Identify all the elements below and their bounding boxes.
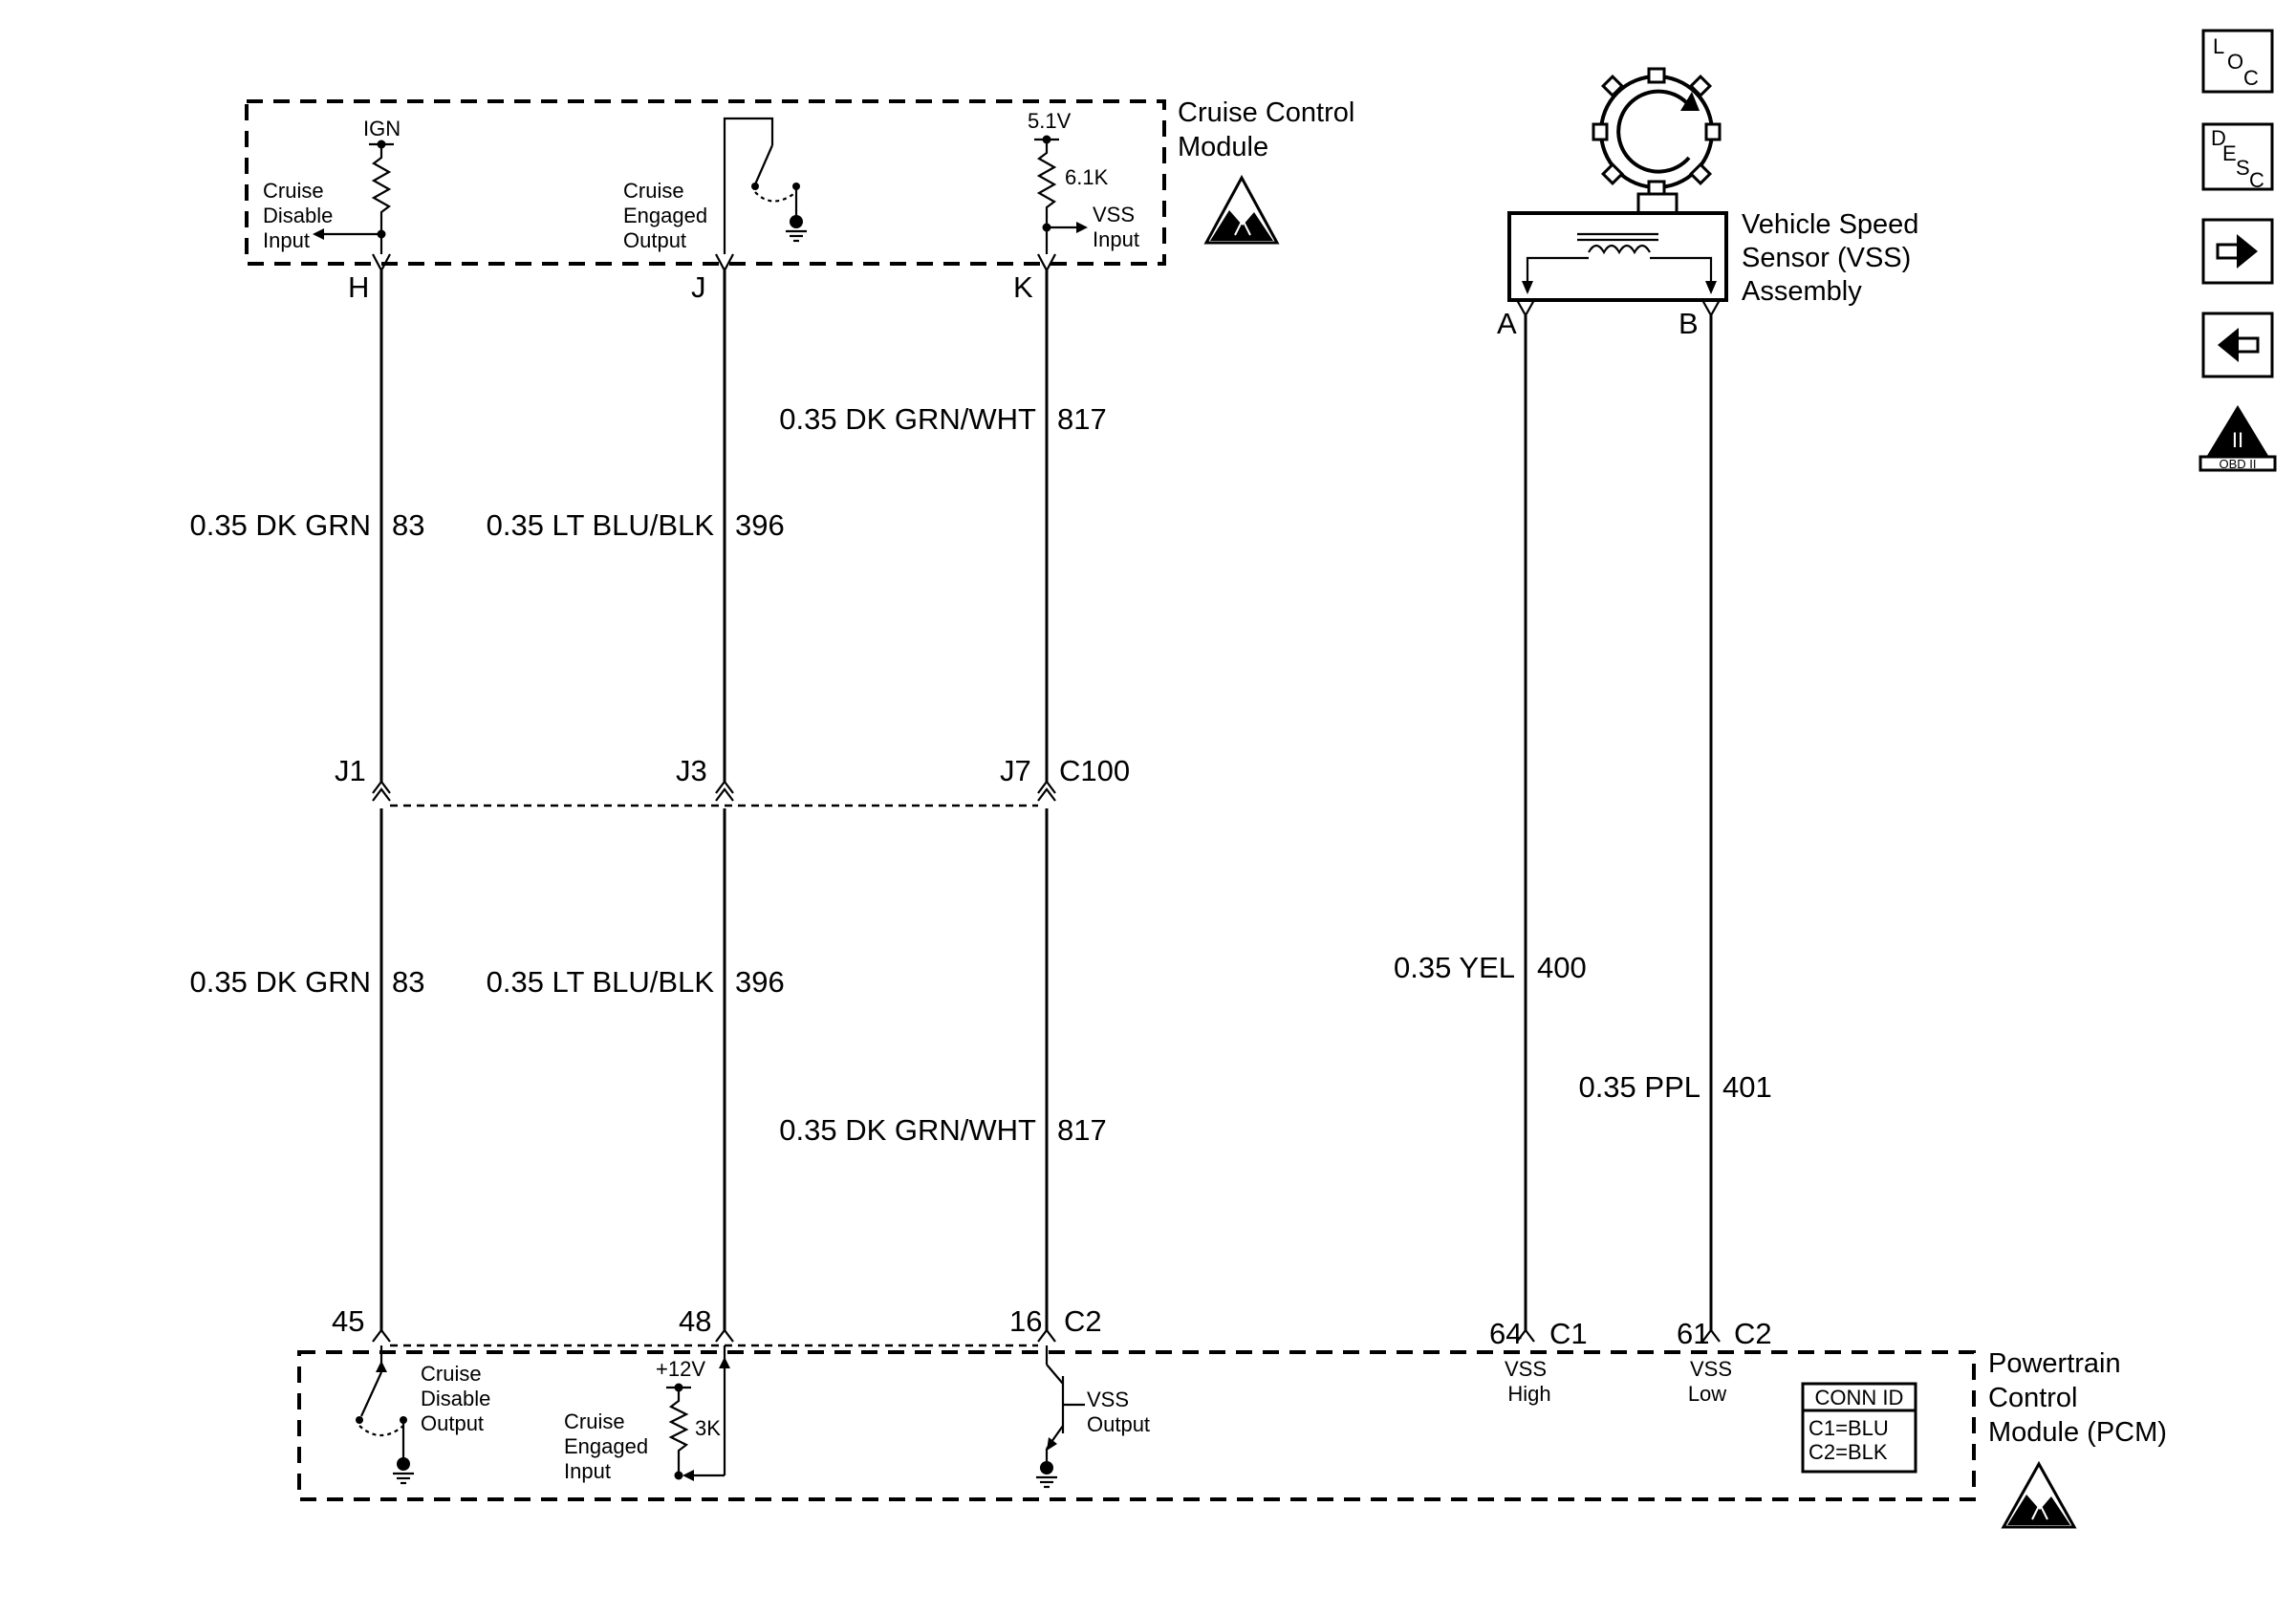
powertrain-control-module: Powertrain Control Module (PCM) Cruise D… bbox=[297, 1345, 2167, 1529]
pin-k-label: K bbox=[1013, 270, 1033, 304]
pcm-engaged-input-l1: Cruise bbox=[564, 1410, 625, 1433]
wire-83-lower-circuit: 83 bbox=[392, 965, 424, 999]
c100-j3-label: J3 bbox=[676, 754, 707, 787]
loc-c: C bbox=[2243, 66, 2259, 90]
pcm-title-line1: Powertrain bbox=[1988, 1348, 2121, 1379]
cruise-control-module: Cruise Control Module IGN Cruise Disable… bbox=[245, 97, 1354, 266]
loc-l: L bbox=[2213, 34, 2224, 58]
prev-page-button[interactable] bbox=[2201, 312, 2274, 378]
pin-j-label: J bbox=[691, 270, 706, 304]
pcm-disable-output-l3: Output bbox=[421, 1411, 484, 1435]
pcm-c2-label-left: C2 bbox=[1064, 1304, 1102, 1338]
wire-396-lower-circuit: 396 bbox=[735, 965, 785, 999]
ccm-engaged-output-l1: Cruise bbox=[623, 179, 684, 203]
pin-a-label: A bbox=[1497, 307, 1517, 340]
desc-e: E bbox=[2222, 141, 2237, 165]
vss-title-line1: Vehicle Speed bbox=[1742, 209, 1918, 240]
pcm-vss-output-l2: Output bbox=[1087, 1412, 1150, 1436]
ccm-vss-input-l2: Input bbox=[1093, 227, 1139, 251]
wire-401-circuit: 401 bbox=[1722, 1070, 1772, 1104]
ccm-title-line1: Cruise Control bbox=[1178, 97, 1354, 128]
ccm-boundary bbox=[245, 99, 1166, 266]
pcm-disable-output-l1: Cruise bbox=[421, 1362, 482, 1386]
wire-396-upper-color: 0.35 LT BLU/BLK bbox=[487, 508, 715, 542]
obd-ii-button[interactable]: II OBD II bbox=[2199, 405, 2277, 472]
conn-id-c2: C2=BLK bbox=[1809, 1440, 1888, 1464]
conn-id-box: CONN ID C1=BLU C2=BLK bbox=[1801, 1382, 1917, 1474]
ccm-engaged-output-l3: Output bbox=[623, 228, 686, 252]
ccm-disable-input-l1: Cruise bbox=[263, 179, 324, 203]
vss-title-line2: Sensor (VSS) bbox=[1742, 243, 1911, 273]
pcm-pin-48: 48 bbox=[679, 1304, 711, 1338]
v51-label: 5.1V bbox=[1028, 109, 1072, 133]
pcm-engaged-input-l3: Input bbox=[564, 1459, 611, 1483]
pin-h-label: H bbox=[348, 270, 369, 304]
pcm-pin-16: 16 bbox=[1009, 1304, 1042, 1338]
wire-83-upper-circuit: 83 bbox=[392, 508, 424, 542]
wire-400-color: 0.35 YEL bbox=[1394, 951, 1515, 984]
pcm-title-line2: Control bbox=[1988, 1383, 2078, 1413]
wire-401-color: 0.35 PPL bbox=[1578, 1070, 1700, 1104]
loc-button[interactable]: L O C bbox=[2201, 29, 2274, 94]
conn-id-c1: C1=BLU bbox=[1809, 1416, 1889, 1440]
c100-name-label: C100 bbox=[1059, 754, 1130, 787]
vehicle-speed-sensor: Vehicle Speed Sensor (VSS) Assembly A B bbox=[1497, 67, 1918, 340]
ign-label: IGN bbox=[363, 117, 401, 140]
pcm-vss-output-l1: VSS bbox=[1087, 1388, 1129, 1411]
pcm-engaged-input-l2: Engaged bbox=[564, 1434, 648, 1458]
ccm-connector-pins: H J K bbox=[348, 253, 1056, 304]
pcm-c2-label-right: C2 bbox=[1734, 1317, 1772, 1350]
ccm-disable-input-l3: Input bbox=[263, 228, 310, 252]
esd-warning-icon bbox=[1203, 174, 1280, 245]
vss-high-l1: VSS bbox=[1505, 1357, 1547, 1381]
vss-title-line3: Assembly bbox=[1742, 276, 1862, 307]
esd-warning-icon-pcm bbox=[2001, 1460, 2077, 1529]
desc-d: D bbox=[2211, 126, 2226, 150]
ccm-vss-input-l1: VSS bbox=[1093, 203, 1135, 226]
conn-id-title: CONN ID bbox=[1815, 1386, 1904, 1410]
next-page-button[interactable] bbox=[2201, 218, 2274, 285]
wire-396-upper-circuit: 396 bbox=[735, 508, 785, 542]
vss-high-l2: High bbox=[1507, 1382, 1550, 1406]
pcm-pin-61: 61 bbox=[1677, 1317, 1709, 1350]
arrow-right-icon bbox=[2216, 234, 2258, 269]
wire-817-lower-circuit: 817 bbox=[1057, 1113, 1107, 1147]
wire-396-lower-color: 0.35 LT BLU/BLK bbox=[487, 965, 715, 999]
pcm-title-line3: Module (PCM) bbox=[1988, 1417, 2167, 1448]
pcm-connector-pins: 45 48 16 C2 64 C1 61 C2 bbox=[332, 1304, 1772, 1350]
desc-button[interactable]: D E S C bbox=[2201, 122, 2274, 192]
c100-j1-label: J1 bbox=[335, 754, 366, 787]
wire-83-lower-color: 0.35 DK GRN bbox=[189, 965, 371, 999]
wire-83-upper-color: 0.35 DK GRN bbox=[189, 508, 371, 542]
loc-o: O bbox=[2227, 50, 2243, 74]
obd-roman: II bbox=[2232, 428, 2243, 452]
pcm-disable-output-l2: Disable bbox=[421, 1387, 490, 1410]
pin-b-label: B bbox=[1679, 307, 1699, 340]
arrow-left-icon bbox=[2218, 328, 2260, 362]
pcm-boundary bbox=[297, 1350, 1976, 1501]
wire-817-upper-circuit: 817 bbox=[1057, 402, 1107, 436]
r3k-label: 3K bbox=[695, 1416, 721, 1440]
v12-label: +12V bbox=[656, 1357, 705, 1381]
r61k-label: 6.1K bbox=[1065, 165, 1109, 189]
ccm-engaged-output-l2: Engaged bbox=[623, 204, 707, 227]
ccm-disable-input-l2: Disable bbox=[263, 204, 333, 227]
wire-817-lower-color: 0.35 DK GRN/WHT bbox=[779, 1113, 1036, 1147]
desc-c: C bbox=[2249, 168, 2264, 192]
pcm-pin-45: 45 bbox=[332, 1304, 364, 1338]
nav-panel: L O C D E S C II bbox=[2199, 29, 2277, 472]
reluctor-wheel-icon bbox=[1592, 67, 1722, 197]
desc-s: S bbox=[2236, 156, 2250, 180]
pcm-c1-label: C1 bbox=[1549, 1317, 1588, 1350]
pcm-pin-64: 64 bbox=[1489, 1317, 1522, 1350]
ccm-title-line2: Module bbox=[1178, 132, 1268, 162]
vss-low-l2: Low bbox=[1688, 1382, 1726, 1406]
connector-c100: J1 J3 J7 C100 bbox=[335, 754, 1130, 807]
wire-400-circuit: 400 bbox=[1537, 951, 1587, 984]
obd-label: OBD II bbox=[2219, 457, 2256, 471]
wire-817-upper-color: 0.35 DK GRN/WHT bbox=[779, 402, 1036, 436]
vss-low-l1: VSS bbox=[1690, 1357, 1732, 1381]
c100-j7-label: J7 bbox=[1000, 754, 1031, 787]
